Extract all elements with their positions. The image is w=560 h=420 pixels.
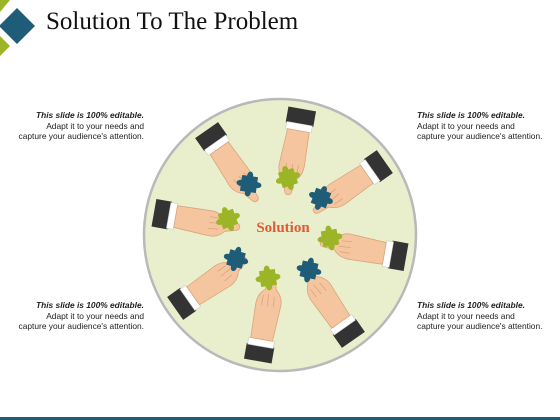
- sleeve-cuff: [167, 287, 197, 320]
- page-title: Solution To The Problem: [46, 8, 299, 35]
- sleeve-cuff: [151, 198, 173, 230]
- sleeve-cuff: [243, 342, 275, 364]
- solution-label: Solution: [256, 220, 310, 236]
- corner-blue-diamond: [0, 8, 35, 44]
- note-body: Adapt it to your needs and capture your …: [417, 310, 543, 332]
- note-heading: This slide is 100% editable.: [36, 110, 144, 120]
- note-top-left: This slide is 100% editable. Adapt it to…: [18, 110, 144, 142]
- corner-green-diamond: [0, 0, 10, 12]
- sleeve-cuff: [285, 106, 317, 128]
- background-circle: [142, 97, 418, 373]
- note-body: Adapt it to your needs and capture your …: [18, 310, 144, 332]
- note-bottom-right: This slide is 100% editable. Adapt it to…: [417, 300, 543, 332]
- note-heading: This slide is 100% editable.: [417, 110, 525, 120]
- corner-decoration: [0, 0, 35, 56]
- note-body: Adapt it to your needs and capture your …: [18, 120, 144, 142]
- note-bottom-left: This slide is 100% editable. Adapt it to…: [18, 300, 144, 332]
- sleeve-cuff: [363, 150, 393, 183]
- hand: [243, 274, 282, 364]
- sleeve-cuff: [332, 318, 365, 348]
- corner-green-diamond-bottom: [0, 36, 10, 56]
- bottom-rule: [0, 417, 560, 420]
- note-heading: This slide is 100% editable.: [36, 300, 144, 310]
- note-heading: This slide is 100% editable.: [417, 300, 525, 310]
- sleeve-cuff: [195, 122, 228, 152]
- sleeve-cuff: [387, 240, 409, 272]
- finger-lines: [338, 240, 352, 254]
- hands-puzzle-illustration: [142, 97, 418, 373]
- note-top-right: This slide is 100% editable. Adapt it to…: [417, 110, 543, 142]
- finger-lines: [310, 282, 327, 298]
- finger-lines: [217, 265, 233, 282]
- hand: [301, 267, 365, 348]
- finger-lines: [261, 293, 275, 307]
- note-body: Adapt it to your needs and capture your …: [417, 120, 543, 142]
